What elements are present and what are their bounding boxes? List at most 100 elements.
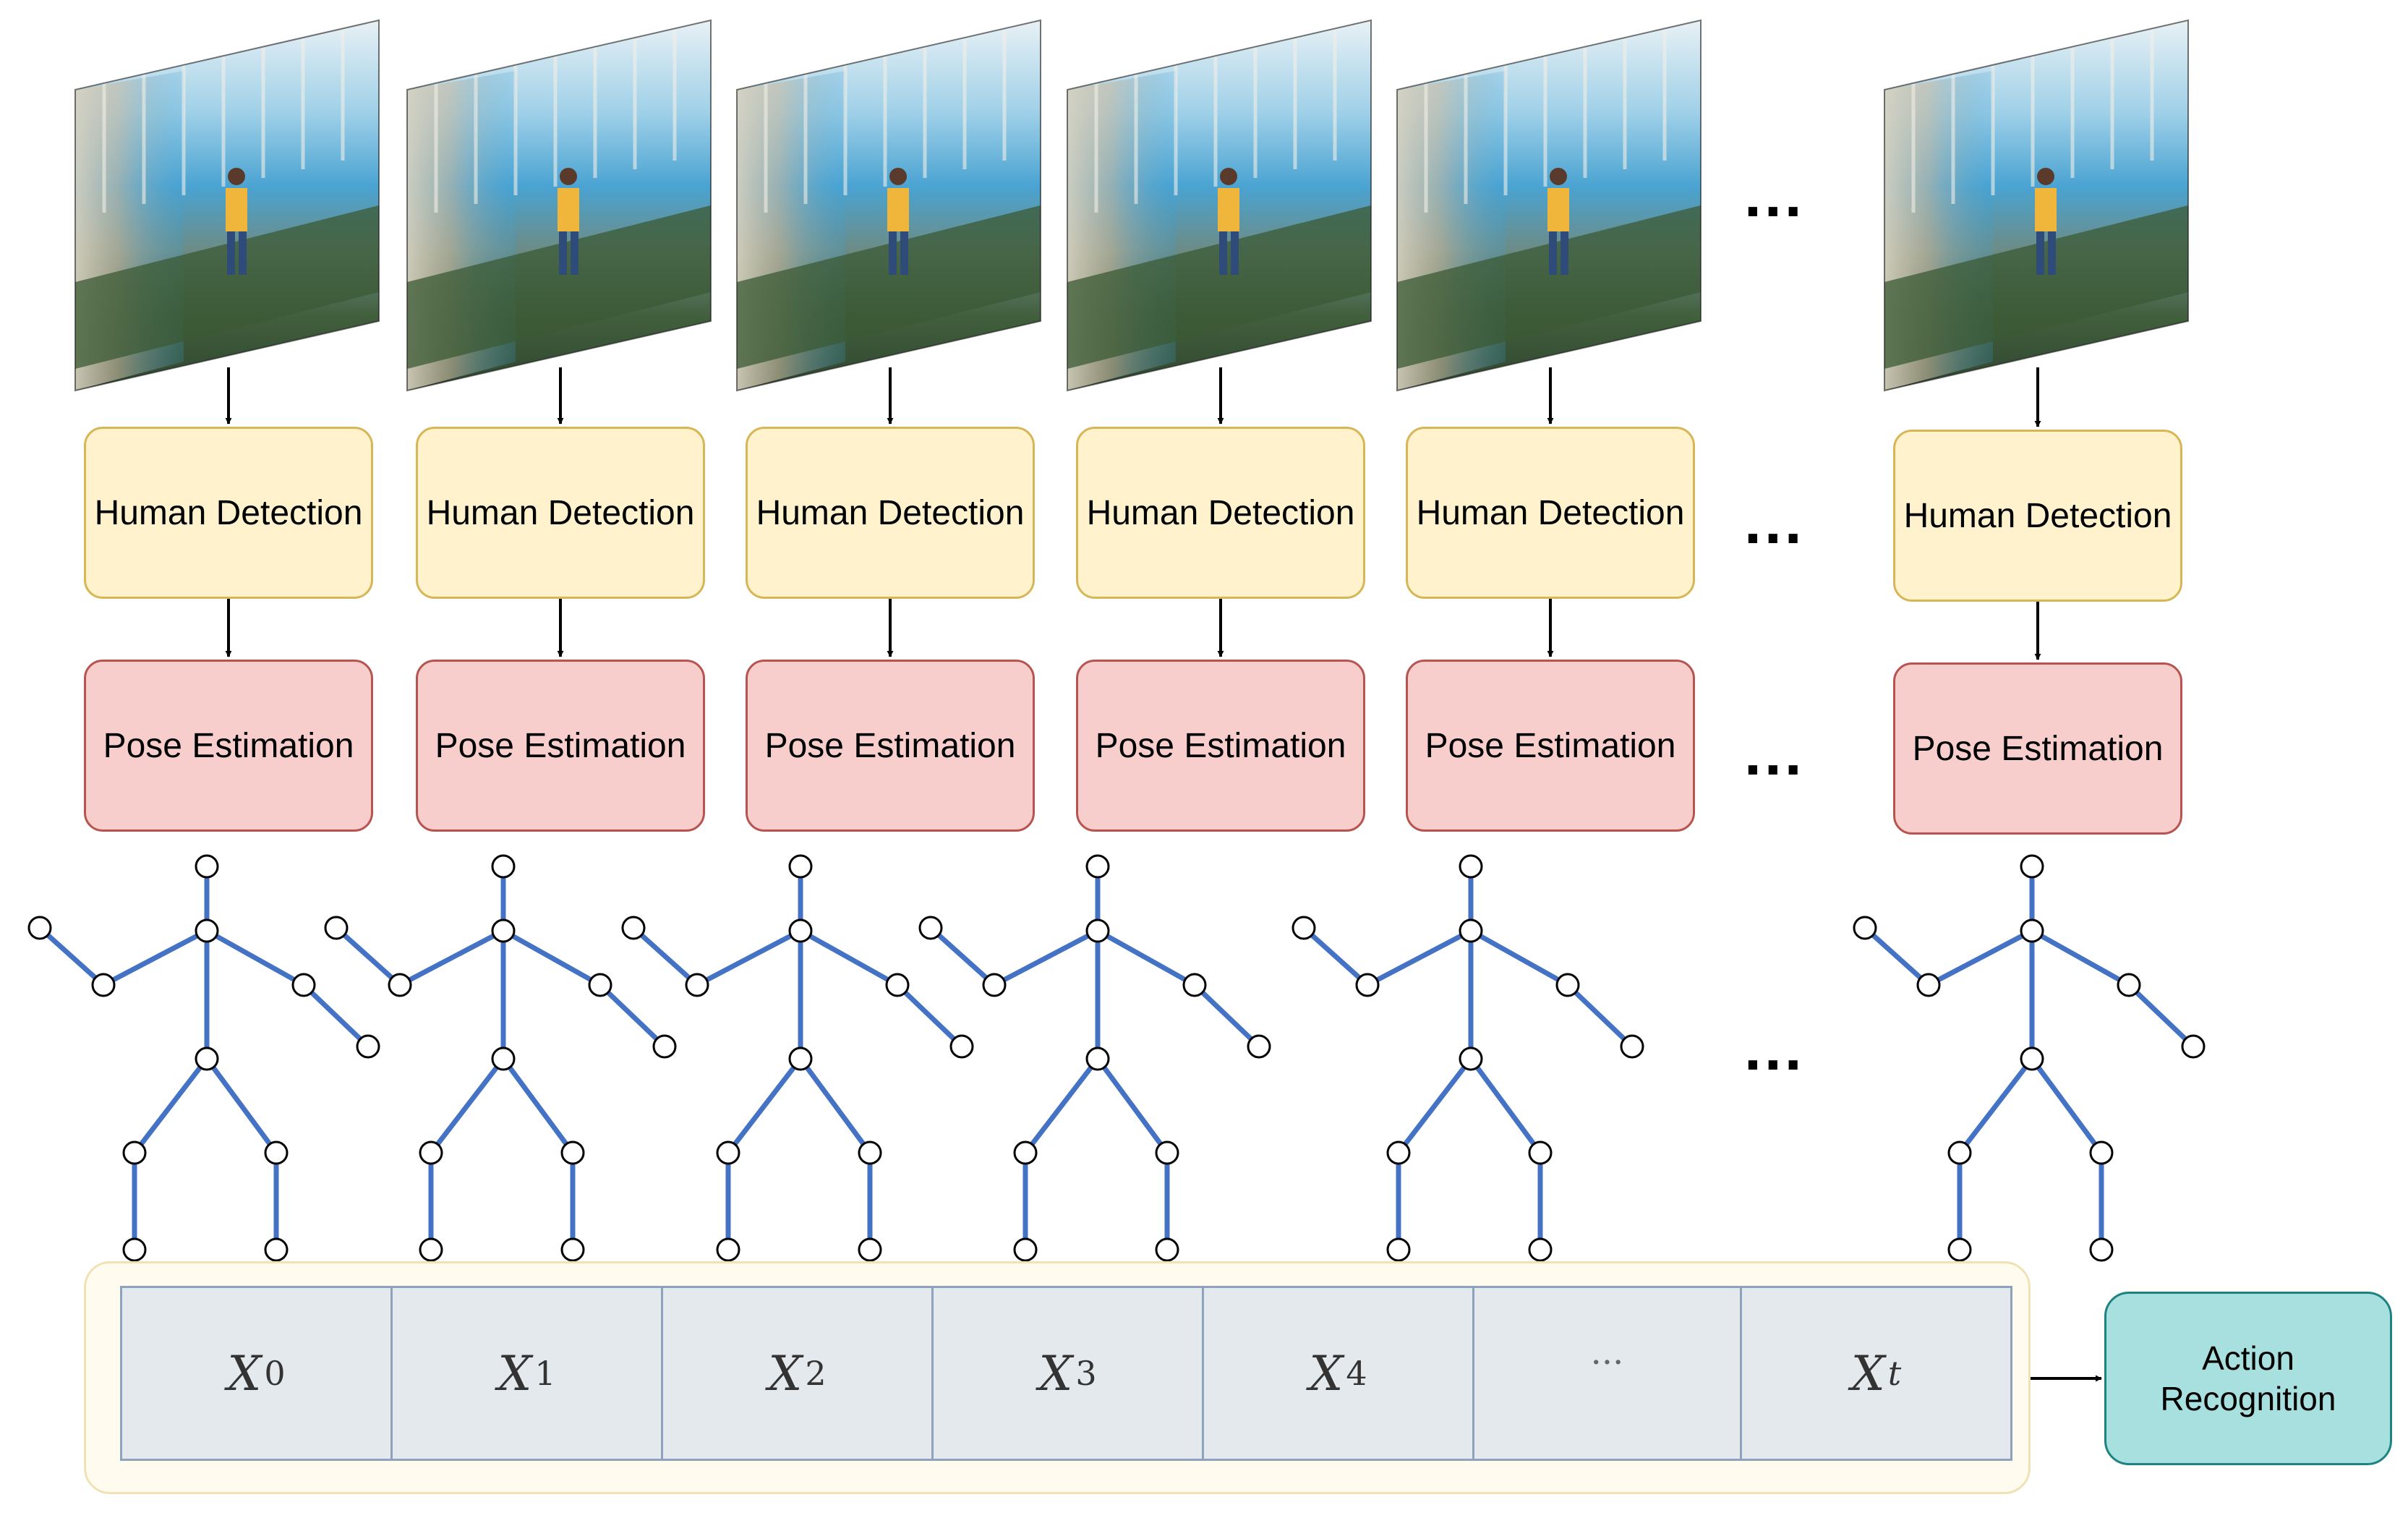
skeleton-joint xyxy=(1916,973,1941,997)
pose-estimation-box: Pose Estimation xyxy=(84,660,373,832)
pose-estimation-box: Pose Estimation xyxy=(1893,662,2182,835)
skeleton-joint xyxy=(324,916,349,940)
skeleton-joint xyxy=(1085,918,1110,943)
skeleton-joint xyxy=(1947,1237,1972,1262)
skeleton-joint xyxy=(2020,854,2044,879)
human-detection-box: Human Detection xyxy=(746,427,1035,599)
video-frame-image xyxy=(406,19,712,392)
pose-estimation-box: Pose Estimation xyxy=(746,660,1035,832)
pose-estimation-box: Pose Estimation xyxy=(1406,660,1695,832)
skeleton-graph xyxy=(918,854,1271,1262)
ellipsis-skeletons: ... xyxy=(1744,1014,1805,1083)
human-detection-box: Human Detection xyxy=(1893,430,2182,602)
skeleton-joint xyxy=(122,1140,147,1165)
skeleton-joint xyxy=(1459,918,1483,943)
skeleton-joint xyxy=(1459,854,1483,879)
skeleton-joint xyxy=(491,918,516,943)
skeleton-joint xyxy=(858,1140,882,1165)
sequence-symbol: ··· xyxy=(1590,1342,1624,1383)
skeleton-joint xyxy=(885,973,910,997)
sequence-subscript: 3 xyxy=(1075,1354,1097,1393)
video-frame-image xyxy=(1396,19,1702,392)
skeleton-joint xyxy=(1528,1237,1553,1262)
skeleton-joint xyxy=(1386,1237,1411,1262)
skeleton-joint xyxy=(788,1046,813,1071)
skeleton-joint xyxy=(195,1046,219,1071)
skeleton-joint xyxy=(2020,918,2044,943)
action-recognition-line2: Recognition xyxy=(2160,1380,2336,1417)
skeleton-joint xyxy=(491,854,516,879)
skeleton-joint xyxy=(788,854,813,879)
skeleton-joint xyxy=(264,1140,289,1165)
human-detection-box: Human Detection xyxy=(416,427,705,599)
skeleton-joint xyxy=(1155,1237,1179,1262)
sequence-symbol: X xyxy=(1038,1345,1073,1402)
sequence-symbol: X xyxy=(1309,1345,1344,1402)
sequence-symbol: X xyxy=(498,1345,532,1402)
sequence-subscript: t xyxy=(1887,1354,1902,1393)
sequence-symbol: X xyxy=(768,1345,803,1402)
human-detection-box: Human Detection xyxy=(84,427,373,599)
skeleton-joint xyxy=(2089,1237,2114,1262)
video-frame-image xyxy=(74,19,380,392)
skeleton-joint xyxy=(1459,1046,1483,1071)
skeleton-joint xyxy=(858,1237,882,1262)
skeleton-joint xyxy=(1853,916,1877,940)
skeleton-joint xyxy=(788,918,813,943)
skeleton-graph xyxy=(621,854,974,1262)
skeleton-joint xyxy=(982,973,1007,997)
sequence-symbol: X xyxy=(227,1345,262,1402)
skeleton-joint xyxy=(388,973,412,997)
skeleton-joint xyxy=(1013,1237,1038,1262)
skeleton-joint xyxy=(1085,1046,1110,1071)
pose-estimation-box: Pose Estimation xyxy=(1076,660,1365,832)
sequence-subscript: 2 xyxy=(805,1354,827,1393)
skeleton-joint xyxy=(2181,1034,2206,1059)
skeleton-joint xyxy=(1355,973,1380,997)
video-frame-image xyxy=(1067,19,1372,392)
skeleton-joint xyxy=(716,1237,740,1262)
skeleton-joint xyxy=(1085,854,1110,879)
skeleton-joint xyxy=(2117,973,2141,997)
skeleton-joint xyxy=(621,916,646,940)
skeleton-joint xyxy=(560,1237,585,1262)
skeleton-joint xyxy=(1620,1034,1644,1059)
skeleton-graph xyxy=(27,854,380,1262)
skeleton-joint xyxy=(91,973,116,997)
ellipsis-frames: ... xyxy=(1744,161,1805,230)
sequence-subscript: 1 xyxy=(534,1354,556,1393)
skeleton-joint xyxy=(1386,1140,1411,1165)
pose-estimation-box: Pose Estimation xyxy=(416,660,705,832)
skeleton-joint xyxy=(1947,1140,1972,1165)
skeleton-joint xyxy=(1182,973,1207,997)
skeleton-joint xyxy=(918,916,943,940)
skeleton-joint xyxy=(122,1237,147,1262)
skeleton-joint xyxy=(560,1140,585,1165)
skeleton-joint xyxy=(356,1034,380,1059)
video-frame-image xyxy=(736,19,1041,392)
skeleton-joint xyxy=(291,973,316,997)
skeleton-joint xyxy=(1291,916,1316,940)
skeleton-joint xyxy=(1555,973,1580,997)
skeleton-joint xyxy=(419,1140,443,1165)
skeleton-joint xyxy=(27,916,52,940)
skeleton-joint xyxy=(652,1034,677,1059)
skeleton-joint xyxy=(195,854,219,879)
sequence-cell: ··· xyxy=(1472,1286,1742,1461)
skeleton-joint xyxy=(195,918,219,943)
sequence-subscript: 0 xyxy=(264,1354,286,1393)
skeleton-joint xyxy=(588,973,612,997)
action-recognition-box: Action Recognition xyxy=(2104,1292,2392,1465)
human-detection-box: Human Detection xyxy=(1406,427,1695,599)
human-detection-box: Human Detection xyxy=(1076,427,1365,599)
ellipsis-detection: ... xyxy=(1744,487,1805,557)
action-recognition-line1: Action xyxy=(2202,1339,2294,1377)
skeleton-joint xyxy=(264,1237,289,1262)
skeleton-joint xyxy=(716,1140,740,1165)
